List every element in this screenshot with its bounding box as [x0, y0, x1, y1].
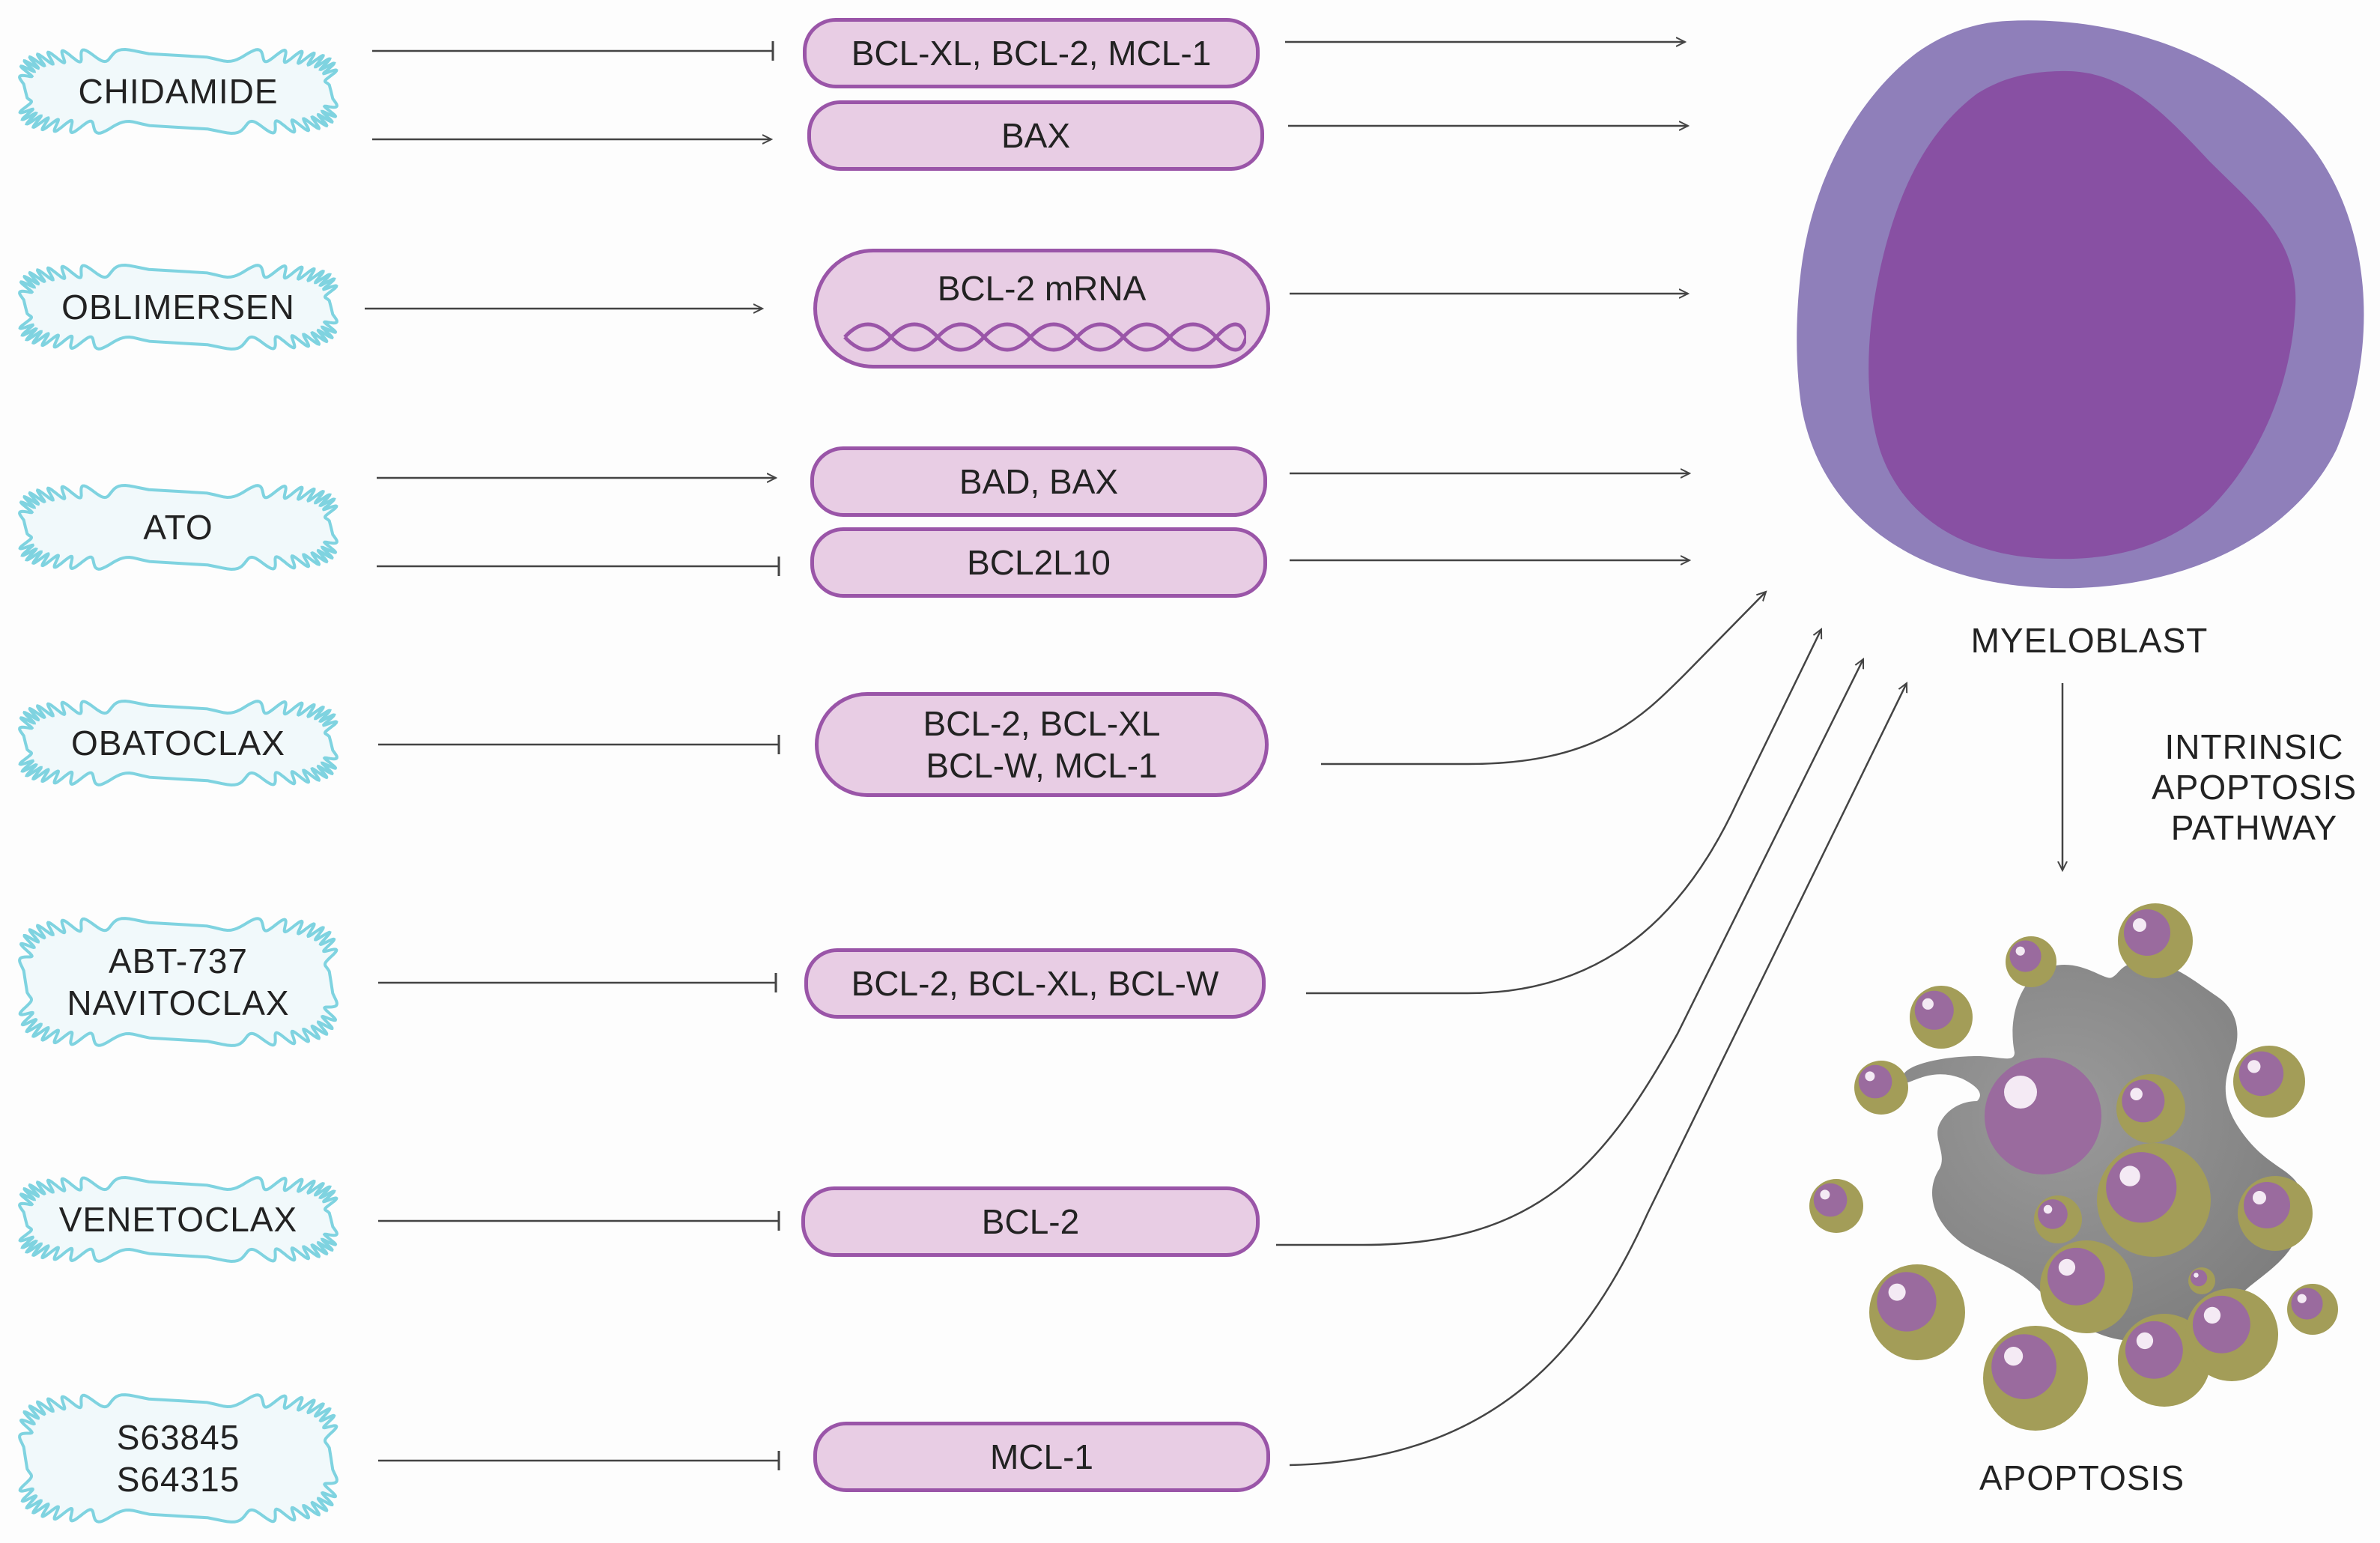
apoptotic-body [2185, 1288, 2278, 1381]
badge-outline-path [18, 483, 339, 572]
apoptotic-body [1809, 1179, 1863, 1233]
wavy-badge-outline [18, 917, 339, 1047]
badge-outline-path [18, 699, 339, 787]
drug-label-chidamide: CHIDAMIDE [15, 46, 341, 136]
target-bcl-xl-bcl-2-mcl-1: BCL-XL, BCL-2, MCL-1 [803, 18, 1260, 88]
apoptotic-body [1983, 1326, 2088, 1431]
label-line: BAX [1001, 116, 1071, 155]
connector-curve-obatoclax [1321, 592, 1766, 766]
apoptotic-body [2287, 1284, 2338, 1335]
target-bcl-2-mrna: BCL-2 mRNA [813, 249, 1270, 369]
label-line: VENETOCLAX [58, 1200, 298, 1239]
connector-lines [365, 42, 2062, 1470]
target-bad-bax: BAD, BAX [810, 446, 1267, 517]
wavy-badge-outline [18, 47, 339, 136]
label-line: BAD, BAX [959, 462, 1119, 501]
drug-badge-oblimersen: OBLIMERSEN [15, 262, 341, 352]
label-line: PATHWAY [2170, 808, 2338, 847]
wavy-badge-outline [18, 483, 339, 572]
label-line: BCL-2 mRNA [937, 269, 1147, 308]
apoptotic-cell [1809, 903, 2338, 1431]
apoptotic-body [2188, 1267, 2215, 1294]
drug-badge-obatoclax: OBATOCLAX [15, 698, 341, 788]
mrna-strand [843, 322, 1246, 352]
drug-badge-venetoclax: VENETOCLAX [15, 1174, 341, 1264]
apoptotic-body [2238, 1176, 2313, 1251]
target-bcl2l10: BCL2L10 [810, 527, 1267, 598]
drug-label-oblimersen: OBLIMERSEN [15, 262, 341, 352]
drug-badge-ato: ATO [15, 482, 341, 572]
label-line: ABT-737 [109, 942, 248, 980]
apoptotic-body [1854, 1061, 1908, 1115]
apoptotic-body [2233, 1046, 2305, 1118]
badge-outline-path [18, 1175, 339, 1264]
connector-curve-mcl1 [1289, 683, 1908, 1467]
wavy-badge-outline [18, 263, 339, 351]
apoptotic-body [2116, 1074, 2185, 1143]
badge-outline-path [18, 47, 339, 136]
wavy-badge-outline [18, 699, 339, 787]
apoptotic-body [2040, 1240, 2133, 1333]
label-line: S63845 [116, 1418, 240, 1457]
label-line: APOPTOSIS [2151, 768, 2358, 807]
apoptotic-body [2118, 903, 2193, 978]
label-line: MCL-1 [989, 1437, 1094, 1476]
label-line: BCL-XL, BCL-2, MCL-1 [851, 34, 1212, 73]
label-line: BCL-W, MCL-1 [926, 746, 1158, 785]
label-line: BCL2L10 [967, 543, 1111, 582]
label-line: BCL-2, BCL-XL [923, 704, 1161, 743]
apoptotic-body [2034, 1195, 2082, 1243]
label-line: BCL-2, BCL-XL, BCL-W [851, 964, 1219, 1003]
label-line: ATO [143, 508, 213, 547]
apoptotic-body [2097, 1143, 2211, 1257]
myeloblast-cell [1797, 20, 2364, 589]
target-navitoclax-proteins: BCL-2, BCL-XL, BCL-W [804, 948, 1266, 1019]
myeloblast-nucleus [1869, 70, 2296, 560]
wavy-badge-outline [18, 1175, 339, 1264]
label-line: BCL-2 [981, 1202, 1080, 1241]
drug-label-venetoclax: VENETOCLAX [15, 1174, 341, 1264]
label-line: NAVITOCLAX [67, 983, 290, 1022]
target-mcl-1: MCL-1 [813, 1422, 1270, 1492]
label-line: OBLIMERSEN [61, 288, 295, 327]
label-line: OBATOCLAX [71, 724, 285, 763]
target-bax: BAX [807, 100, 1264, 171]
badge-outline-path [18, 263, 339, 351]
drug-label-obatoclax: OBATOCLAX [15, 698, 341, 788]
drug-badge-chidamide: CHIDAMIDE [15, 46, 341, 136]
target-bcl-2: BCL-2 [801, 1186, 1260, 1257]
label-line: INTRINSIC [2164, 727, 2344, 766]
wavy-badge-outline [18, 1393, 339, 1524]
label-line: S64315 [116, 1460, 240, 1499]
apoptotic-bodies [1809, 903, 2338, 1431]
connector-curve-venetoclax [1276, 659, 1865, 1246]
apoptotic-body [1910, 986, 1973, 1049]
apoptotic-body [2006, 936, 2056, 987]
apoptotic-body [1869, 1264, 1965, 1360]
badge-outline-path [18, 1393, 339, 1524]
myeloblast-label: MYELOBLAST [1970, 621, 2209, 660]
connector-curve-navitoclax [1306, 629, 1821, 995]
badge-outline-path [18, 917, 339, 1047]
drug-label-ato: ATO [15, 482, 341, 572]
apoptotic-nucleus-fragment [1985, 1058, 2101, 1174]
apoptosis-label: APOPTOSIS [1979, 1458, 2185, 1497]
label-line: CHIDAMIDE [78, 72, 279, 111]
apoptotic-cell-body [1902, 961, 2304, 1341]
